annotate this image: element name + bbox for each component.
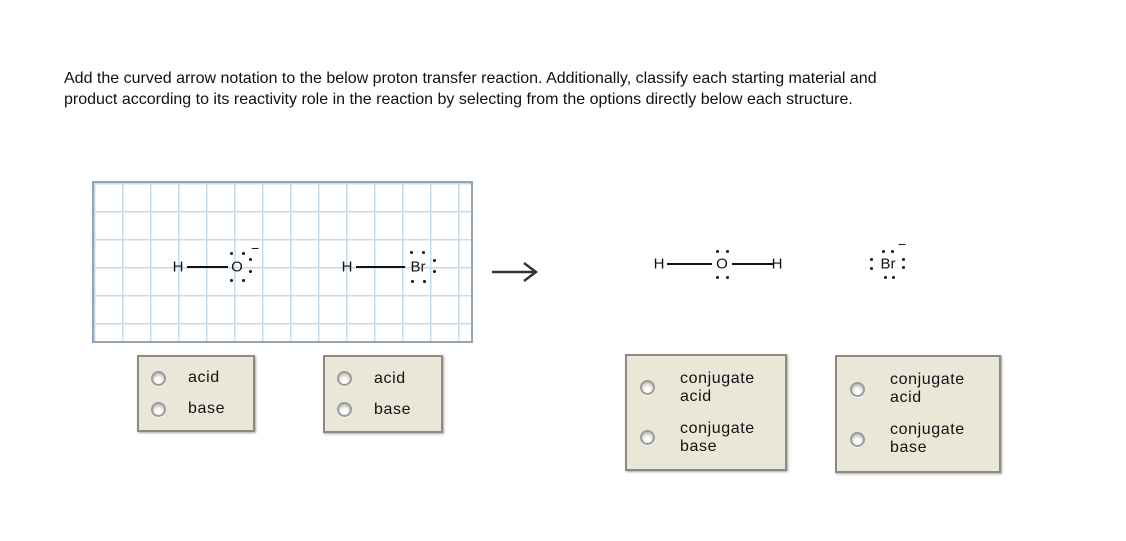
choice-row: conjugate acid bbox=[850, 371, 999, 407]
option-label: conjugate acid bbox=[890, 371, 965, 406]
atom-o: O bbox=[716, 255, 728, 273]
option-label: acid bbox=[374, 369, 406, 387]
option-label: conjugate base bbox=[890, 421, 965, 456]
lone-pair-dot bbox=[902, 258, 905, 261]
choices-box-reactant-1: acid base bbox=[137, 355, 255, 432]
lone-pair-dot bbox=[882, 250, 885, 253]
lone-pair-dot bbox=[410, 251, 413, 254]
bond bbox=[356, 266, 405, 268]
reaction-arrow-icon bbox=[490, 259, 542, 285]
radio-product1-conjugate-base[interactable] bbox=[640, 430, 655, 445]
instructions-line-2: product according to its reactivity role… bbox=[64, 91, 853, 108]
lone-pair-dot bbox=[716, 250, 719, 253]
molecule-bromide: Br − bbox=[860, 236, 920, 291]
radio-reactant2-base[interactable] bbox=[337, 402, 352, 417]
lone-pair-dot bbox=[422, 251, 425, 254]
lone-pair-dot bbox=[411, 280, 414, 283]
radio-reactant1-base[interactable] bbox=[151, 401, 166, 417]
atom-br: Br bbox=[410, 258, 426, 276]
choice-row: conjugate acid bbox=[640, 370, 785, 406]
choices-box-reactant-2: acid base bbox=[323, 355, 443, 433]
lone-pair-dot bbox=[423, 280, 426, 283]
molecule-water: H O H bbox=[645, 239, 790, 291]
lone-pair-dot bbox=[249, 258, 252, 261]
choices-box-product-2: conjugate acid conjugate base bbox=[835, 355, 1001, 473]
atom-h1: H bbox=[653, 255, 665, 273]
choice-row: conjugate base bbox=[850, 421, 999, 457]
bond bbox=[667, 263, 712, 265]
lone-pair-dot bbox=[891, 250, 894, 253]
radio-product2-conjugate-base[interactable] bbox=[850, 431, 865, 447]
choices-box-product-1: conjugate acid conjugate base bbox=[625, 354, 787, 471]
bond bbox=[732, 263, 773, 265]
lone-pair-dot bbox=[892, 276, 895, 279]
choice-row: acid bbox=[337, 370, 441, 388]
negative-charge: − bbox=[898, 236, 907, 252]
lone-pair-dot bbox=[230, 279, 233, 282]
radio-reactant1-acid[interactable] bbox=[151, 370, 166, 386]
option-label: acid bbox=[188, 369, 220, 386]
instructions: Add the curved arrow notation to the bel… bbox=[64, 68, 877, 110]
option-label: base bbox=[374, 400, 412, 418]
bond bbox=[187, 266, 228, 268]
lone-pair-dot bbox=[249, 270, 252, 273]
option-label: conjugate base bbox=[680, 419, 755, 455]
lone-pair-dot bbox=[870, 258, 873, 261]
radio-reactant2-acid[interactable] bbox=[337, 371, 352, 386]
lone-pair-dot bbox=[902, 266, 905, 269]
lone-pair-dot bbox=[726, 276, 729, 279]
sketchpad-grid[interactable] bbox=[92, 181, 473, 343]
radio-product1-conjugate-acid[interactable] bbox=[640, 380, 655, 395]
lone-pair-dot bbox=[242, 279, 245, 282]
lone-pair-dot bbox=[242, 252, 245, 255]
choice-row: base bbox=[151, 400, 253, 418]
lone-pair-dot bbox=[870, 267, 873, 270]
option-label: base bbox=[188, 400, 226, 417]
negative-charge: − bbox=[251, 240, 260, 256]
atom-o: O bbox=[231, 258, 243, 276]
molecule-hydrogen-bromide: H Br bbox=[330, 242, 455, 292]
choice-row: conjugate base bbox=[640, 420, 785, 456]
lone-pair-dot bbox=[726, 250, 729, 253]
lone-pair-dot bbox=[433, 270, 436, 273]
atom-br: Br bbox=[880, 255, 896, 273]
radio-product2-conjugate-acid[interactable] bbox=[850, 381, 865, 397]
choice-row: base bbox=[337, 401, 441, 419]
atom-h2: H bbox=[771, 255, 783, 273]
instructions-line-1: Add the curved arrow notation to the bel… bbox=[64, 70, 877, 87]
molecule-hydroxide: H O − bbox=[150, 240, 280, 292]
lone-pair-dot bbox=[884, 276, 887, 279]
option-label: conjugate acid bbox=[680, 369, 755, 405]
lone-pair-dot bbox=[230, 252, 233, 255]
lone-pair-dot bbox=[433, 259, 436, 262]
atom-h: H bbox=[341, 258, 353, 276]
lone-pair-dot bbox=[716, 276, 719, 279]
choice-row: acid bbox=[151, 369, 253, 387]
atom-h: H bbox=[172, 258, 184, 276]
